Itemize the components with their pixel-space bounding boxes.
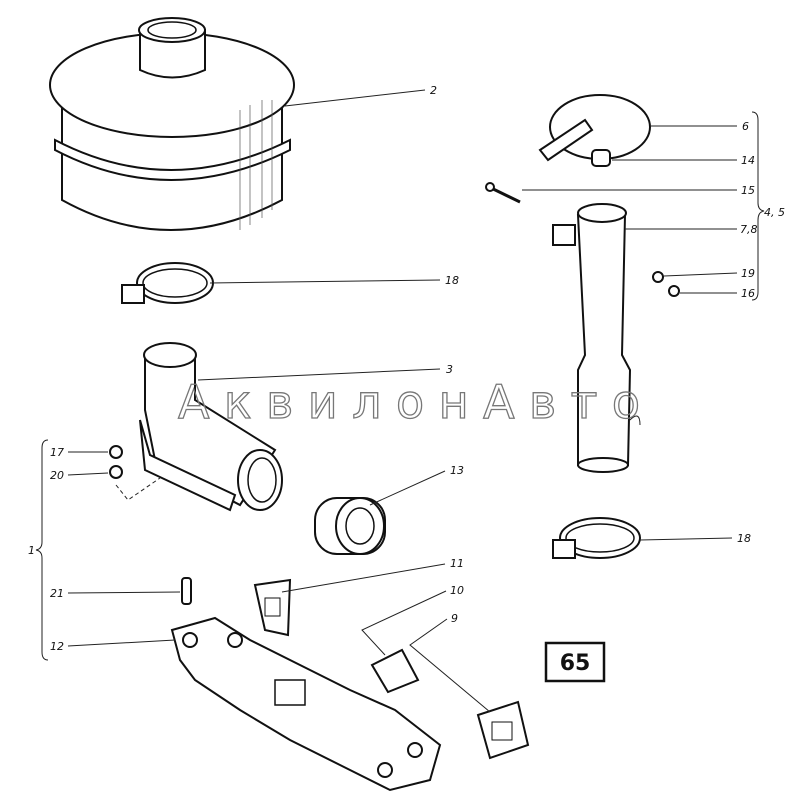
callout-15: 15 <box>741 184 755 197</box>
callout-21: 21 <box>50 587 64 600</box>
callout-2: 2 <box>430 84 437 97</box>
gaskets-part <box>181 577 530 760</box>
elbow-pipe-part <box>109 342 283 512</box>
manifold-part <box>170 616 442 792</box>
exhaust-pipe-part <box>552 203 680 473</box>
page-badge: 65 <box>560 651 591 676</box>
watermark: АквилонАвто <box>178 375 640 429</box>
callout-18-bottom: 18 <box>737 532 751 545</box>
callout-12: 12 <box>50 640 64 653</box>
page-badge-box <box>544 641 606 683</box>
bellows-part <box>314 497 386 555</box>
callout-13: 13 <box>450 464 464 477</box>
callout-1: 1 <box>28 544 35 557</box>
callout-7-8: 7,8 <box>740 223 758 236</box>
leader-lines <box>35 89 765 713</box>
cap-part <box>485 94 651 204</box>
callout-10: 10 <box>450 584 464 597</box>
callout-6: 6 <box>742 120 749 133</box>
callout-11: 11 <box>450 557 464 570</box>
muffler-part <box>49 17 295 231</box>
callout-19: 19 <box>741 267 755 280</box>
callout-3: 3 <box>446 363 453 376</box>
callout-20: 20 <box>50 469 64 482</box>
callout-16: 16 <box>741 287 755 300</box>
callout-14: 14 <box>741 154 755 167</box>
clamp-bottom-part <box>552 517 641 559</box>
callout-17: 17 <box>50 446 64 459</box>
callout-4-5: 4, 5 <box>764 206 785 219</box>
callout-18-top: 18 <box>445 274 459 287</box>
clamp-top-part <box>121 262 214 304</box>
callout-9: 9 <box>451 612 458 625</box>
